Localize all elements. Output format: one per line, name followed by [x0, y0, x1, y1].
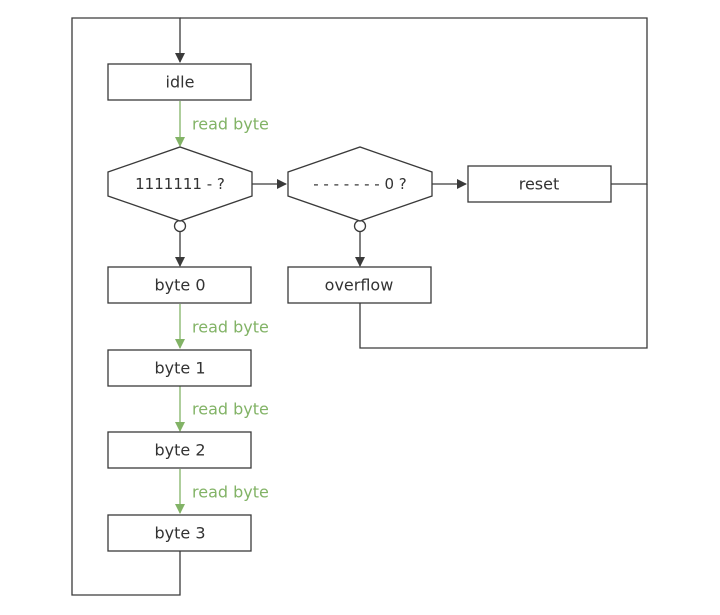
node-idle	[107, 63, 252, 101]
edge-label-byte2-to-byte3: read byte	[192, 483, 269, 502]
node-overflow-label: overflow	[325, 276, 394, 295]
node-byte3	[107, 514, 252, 552]
edge-label-idle-to-check: read byte	[192, 115, 269, 134]
edge-label-byte0-to-byte1: read byte	[192, 318, 269, 337]
node-check-prefix-label: 1111111 - ?	[135, 175, 225, 193]
node-byte3-label: byte 3	[154, 524, 205, 543]
node-byte1	[107, 349, 252, 387]
node-check-zero-label: - - - - - - - 0 ?	[313, 175, 407, 193]
node-byte1-label: byte 1	[154, 359, 205, 378]
branch-no-circle-prefix	[173, 219, 187, 233]
node-reset	[467, 165, 612, 203]
branch-no-circle-zero	[353, 219, 367, 233]
node-byte0	[107, 266, 252, 304]
node-byte2	[107, 431, 252, 469]
edge-loop-byte3-to-idle	[71, 17, 185, 596]
node-check-prefix	[107, 146, 253, 222]
edge-overflow-to-reset-line	[359, 184, 648, 349]
node-idle-label: idle	[166, 73, 195, 92]
node-check-zero	[287, 146, 433, 222]
edge-reset-to-idle	[180, 17, 648, 185]
node-reset-label: reset	[519, 175, 560, 194]
node-byte0-label: byte 0	[154, 276, 205, 295]
node-overflow	[287, 266, 432, 304]
node-byte2-label: byte 2	[154, 441, 205, 460]
edge-label-byte1-to-byte2: read byte	[192, 400, 269, 419]
